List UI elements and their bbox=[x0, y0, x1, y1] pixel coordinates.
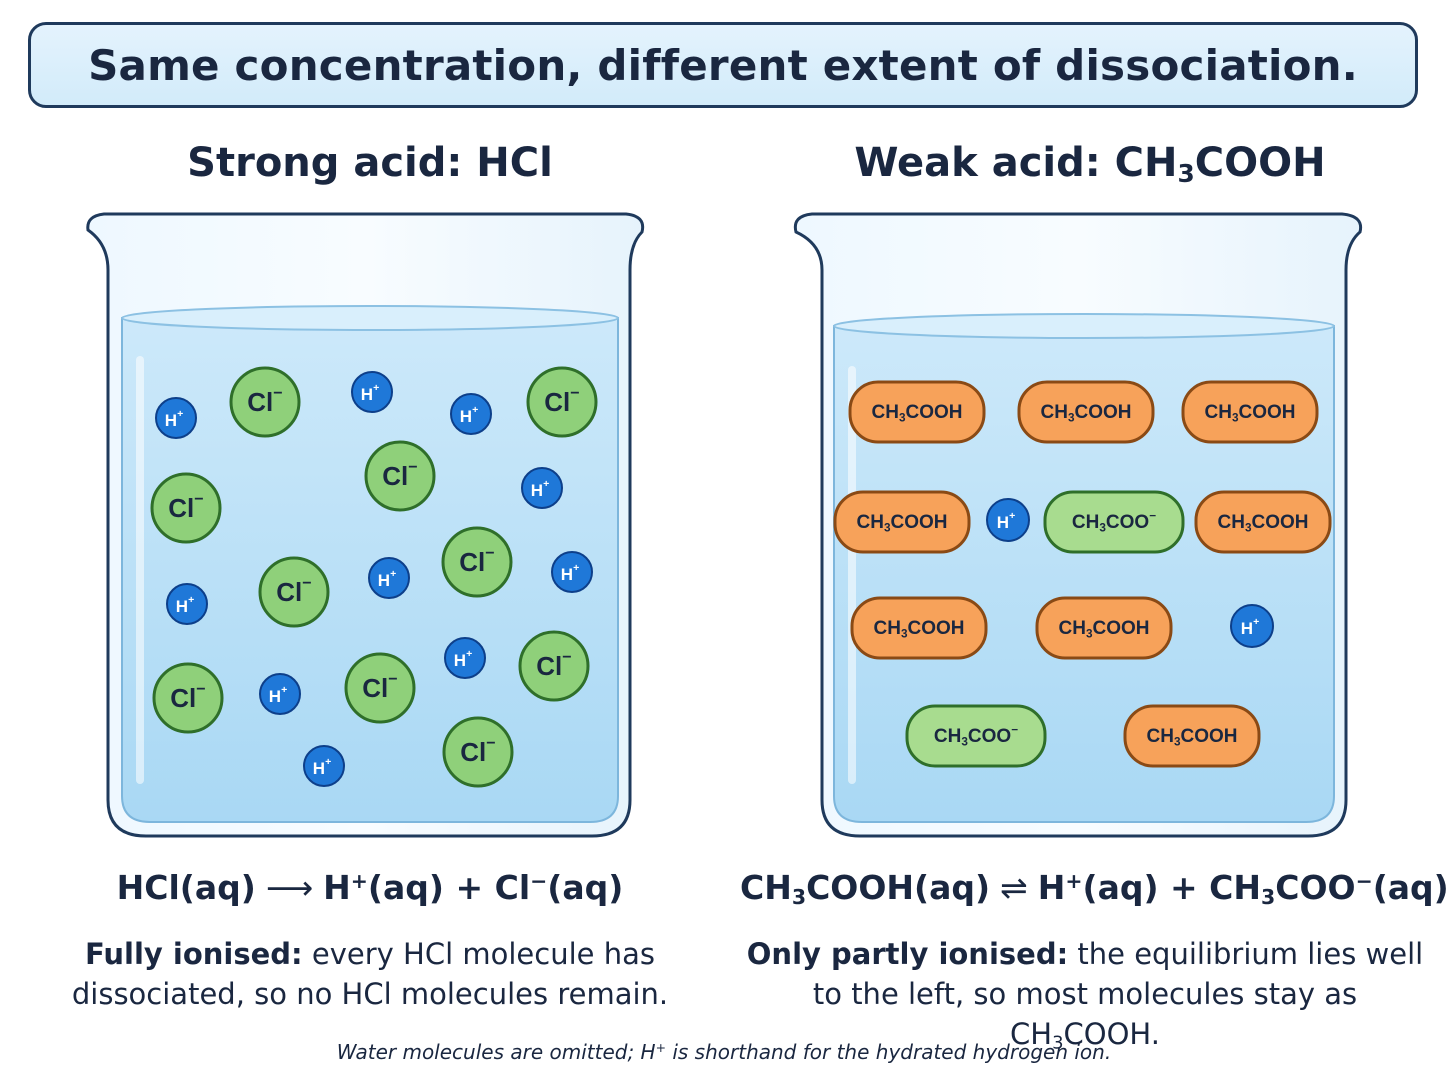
acetic-acid-particles: CH3COOH CH3COOH CH3COOH CH3COOH CH3COOH CH3CO… bbox=[833, 380, 1332, 768]
footnote: Water molecules are omitted; H+ is short… bbox=[336, 1040, 1112, 1064]
svg-text:CH3COOH: CH3COOH bbox=[1147, 726, 1238, 748]
chloride-ion: Cl− bbox=[258, 556, 330, 628]
acetate-ion: CH3COO− bbox=[905, 704, 1047, 768]
chloride-ion: Cl− bbox=[441, 526, 513, 598]
title-banner: Same concentration, different extent of … bbox=[28, 22, 1418, 108]
svg-text:Cl−: Cl− bbox=[247, 384, 282, 417]
svg-text:Cl−: Cl− bbox=[544, 384, 579, 417]
chloride-ion: Cl− bbox=[526, 366, 598, 438]
equilibrium-arrow: ⇌ bbox=[1000, 868, 1028, 907]
acetic-acid-molecule: CH3COOH bbox=[1194, 490, 1332, 554]
svg-text:H+: H+ bbox=[1241, 616, 1259, 637]
svg-text:Cl−: Cl− bbox=[382, 458, 417, 491]
acetic-acid-molecule: CH3COOH bbox=[833, 490, 971, 554]
chloride-ion: Cl− bbox=[152, 662, 224, 734]
weak-acid-equation: CH3COOH(aq)⇌H+(aq) + CH3COO−(aq) bbox=[740, 868, 1448, 910]
acetic-acid-molecule: CH3COOH bbox=[1123, 704, 1261, 768]
beaker-diagram: Cl− Cl− Cl− Cl− Cl− Cl− Cl− Cl− Cl− Cl− H+ H+ H+ H+ H+… bbox=[86, 212, 1363, 838]
svg-text:CH3COOH: CH3COOH bbox=[1041, 402, 1132, 424]
hcl-particles: Cl− Cl− Cl− Cl− Cl− Cl− Cl− Cl− Cl− Cl− H+ H+ H+ H+ H+… bbox=[150, 366, 598, 788]
svg-text:CH3COOH: CH3COOH bbox=[1059, 618, 1150, 640]
acetic-acid-molecule: CH3COOH bbox=[1017, 380, 1155, 444]
svg-text:Cl−: Cl− bbox=[362, 670, 397, 703]
chloride-ion: Cl− bbox=[344, 652, 416, 724]
weak-acid-caption: Only partly ionised: the equilibrium lie… bbox=[746, 937, 1424, 1054]
weak-acid-beaker: CH3COOH CH3COOH CH3COOH CH3COOH CH3COOH CH3CO… bbox=[793, 212, 1363, 838]
hydrogen-ion: H+ bbox=[551, 551, 593, 593]
hydrogen-ion: H+ bbox=[155, 397, 197, 439]
svg-text:Cl−: Cl− bbox=[536, 648, 571, 681]
svg-text:H+: H+ bbox=[460, 404, 478, 425]
strong-acid-caption: Fully ionised: every HCl molecule has di… bbox=[71, 937, 669, 1011]
chloride-ion: Cl− bbox=[364, 440, 436, 512]
svg-text:H+: H+ bbox=[176, 594, 194, 615]
banner-title: Same concentration, different extent of … bbox=[88, 40, 1358, 90]
svg-text:H+: H+ bbox=[454, 648, 472, 669]
hydrogen-ion: H+ bbox=[450, 393, 492, 435]
svg-text:Cl−: Cl− bbox=[168, 490, 203, 523]
hydrogen-ion: H+ bbox=[1230, 604, 1274, 648]
svg-text:H+: H+ bbox=[561, 562, 579, 583]
weak-acid-title: Weak acid: CH3COOH bbox=[854, 140, 1326, 189]
svg-text:CH3COOH: CH3COOH bbox=[874, 618, 965, 640]
svg-text:Cl−: Cl− bbox=[459, 544, 494, 577]
strong-acid-beaker: Cl− Cl− Cl− Cl− Cl− Cl− Cl− Cl− Cl− Cl− H+ H+ H+ H+ H+… bbox=[86, 212, 645, 838]
strong-acid-equation: HCl(aq)⟶H+(aq) + Cl−(aq) bbox=[116, 868, 624, 907]
forward-arrow: ⟶ bbox=[265, 868, 314, 907]
hydrogen-ion: H+ bbox=[521, 467, 563, 509]
svg-text:CH3COO−: CH3COO− bbox=[1072, 509, 1156, 534]
svg-text:CH3COOH: CH3COOH bbox=[872, 402, 963, 424]
svg-text:CH3COO−: CH3COO− bbox=[934, 723, 1018, 748]
svg-text:H+: H+ bbox=[361, 382, 379, 403]
svg-text:Cl−: Cl− bbox=[170, 680, 205, 713]
chloride-ion: Cl− bbox=[442, 716, 514, 788]
acetate-ion: CH3COO− bbox=[1043, 490, 1185, 554]
hydrogen-ion: H+ bbox=[303, 745, 345, 787]
svg-text:Cl−: Cl− bbox=[276, 574, 311, 607]
chloride-ion: Cl− bbox=[150, 472, 222, 544]
svg-text:H+: H+ bbox=[313, 756, 331, 777]
chloride-ion: Cl− bbox=[518, 630, 590, 702]
hydrogen-ion: H+ bbox=[166, 583, 208, 625]
acetic-acid-molecule: CH3COOH bbox=[1035, 596, 1173, 660]
acetic-acid-molecule: CH3COOH bbox=[1181, 380, 1319, 444]
svg-text:H+: H+ bbox=[531, 478, 549, 499]
chloride-ion: Cl− bbox=[229, 366, 301, 438]
acetic-acid-molecule: CH3COOH bbox=[850, 596, 988, 660]
strong-acid-title: Strong acid: HCl bbox=[187, 140, 553, 186]
svg-text:CH3COOH: CH3COOH bbox=[857, 512, 948, 534]
svg-text:CH3COOH: CH3COOH bbox=[1218, 512, 1309, 534]
hydrogen-ion: H+ bbox=[351, 371, 393, 413]
svg-text:H+: H+ bbox=[997, 510, 1015, 531]
hydrogen-ion: H+ bbox=[444, 637, 486, 679]
svg-text:Cl−: Cl− bbox=[460, 734, 495, 767]
svg-text:H+: H+ bbox=[165, 408, 183, 429]
hydrogen-ion: H+ bbox=[259, 673, 301, 715]
svg-text:CH3COOH: CH3COOH bbox=[1205, 402, 1296, 424]
hydrogen-ion: H+ bbox=[986, 498, 1030, 542]
acetic-acid-molecule: CH3COOH bbox=[848, 380, 986, 444]
svg-text:H+: H+ bbox=[269, 684, 287, 705]
hydrogen-ion: H+ bbox=[368, 557, 410, 599]
svg-text:H+: H+ bbox=[378, 568, 396, 589]
